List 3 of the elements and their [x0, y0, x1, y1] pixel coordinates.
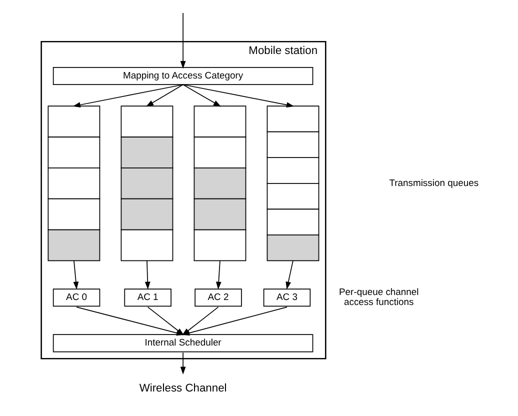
- label: Per-queue channel access functions: [338, 286, 418, 308]
- node-text: Wireless Channel: [138, 382, 226, 395]
- label: Transmission queues: [388, 178, 478, 189]
